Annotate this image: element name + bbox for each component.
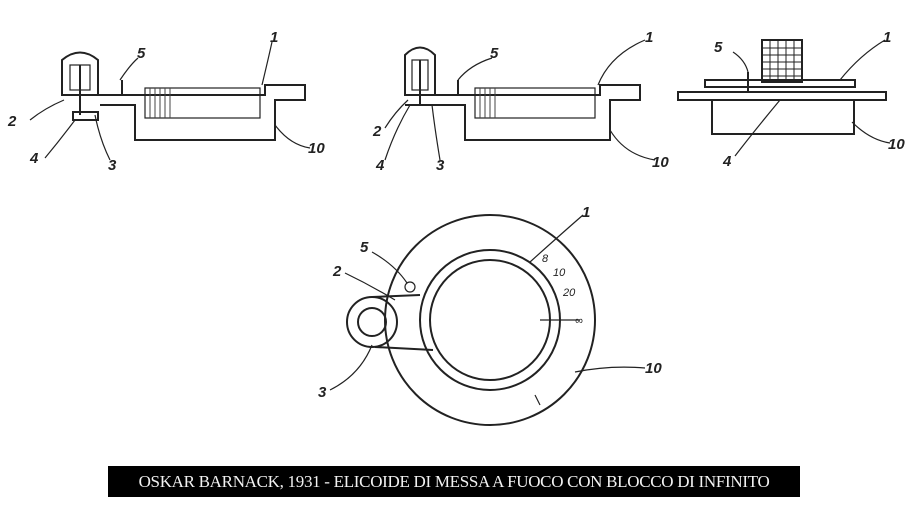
figure-4-top-view: 8 10 20 ∞ 1 5 2 3 10	[318, 204, 662, 426]
label-4: 4	[375, 157, 385, 174]
label-10: 10	[645, 360, 662, 377]
label-4: 4	[29, 150, 39, 167]
scale-mark-8: 8	[542, 253, 549, 265]
label-2: 2	[372, 123, 382, 140]
label-1: 1	[270, 29, 278, 46]
scale-mark-20: 20	[562, 287, 576, 299]
label-1: 1	[883, 29, 891, 46]
label-3: 3	[436, 157, 445, 174]
label-3: 3	[108, 157, 117, 174]
label-10: 10	[888, 136, 905, 153]
label-2: 2	[7, 113, 17, 130]
scale-mark-10: 10	[553, 267, 566, 279]
scale-mark-infinity: ∞	[575, 315, 583, 327]
label-5: 5	[714, 39, 723, 56]
label-5: 5	[490, 45, 499, 62]
label-5: 5	[137, 45, 146, 62]
label-1: 1	[645, 29, 653, 46]
label-1: 1	[582, 204, 590, 221]
label-3: 3	[318, 384, 327, 401]
caption-banner: OSKAR BARNACK, 1931 - ELICOIDE DI MESSA …	[108, 466, 800, 497]
label-10: 10	[308, 140, 325, 157]
label-10: 10	[652, 154, 669, 171]
figure-3-side-view: 5 1 4 10	[677, 29, 905, 170]
label-5: 5	[360, 239, 369, 256]
figure-1-section-view: 1 5 2 4 3 10	[7, 29, 325, 174]
figure-2-section-view: 1 5 2 4 3 10	[372, 29, 669, 174]
label-2: 2	[332, 263, 342, 280]
label-4: 4	[722, 153, 732, 170]
